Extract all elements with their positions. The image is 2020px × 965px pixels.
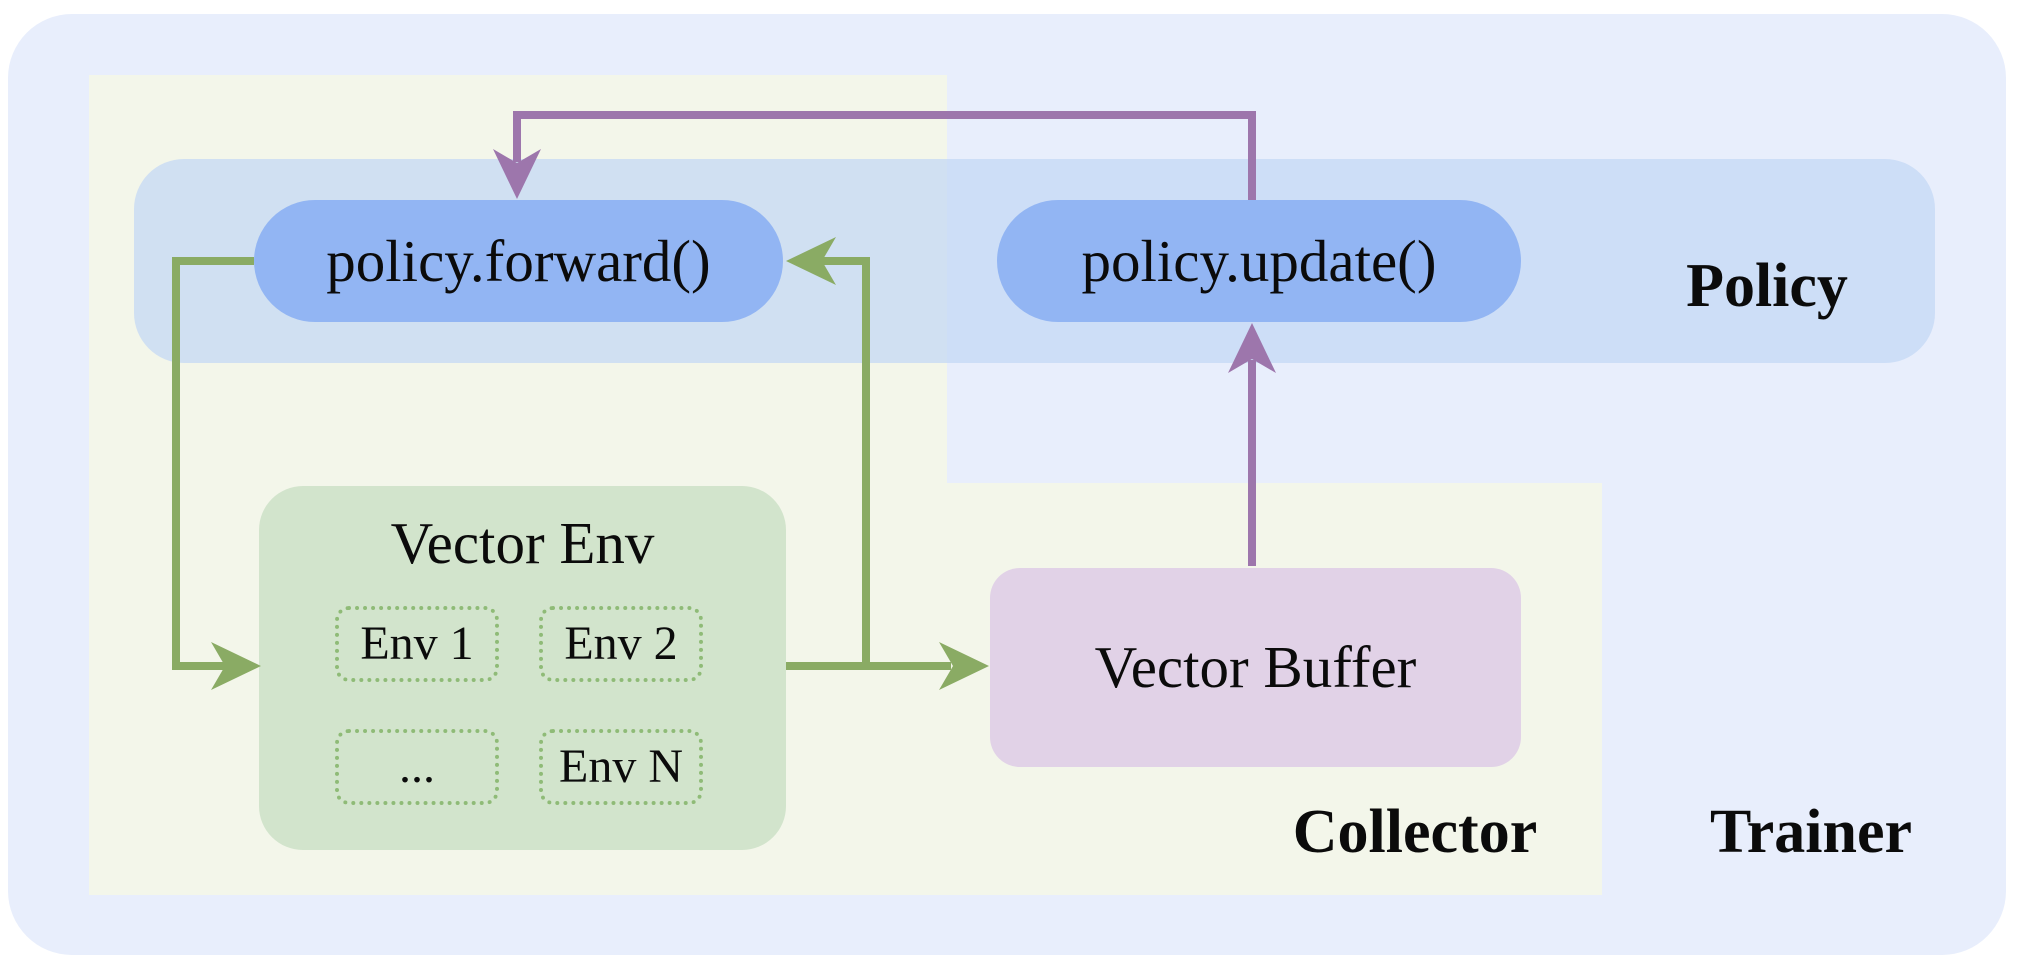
policy-forward-node: policy.forward() (254, 200, 783, 322)
policy-update-label: policy.update() (1081, 227, 1437, 294)
vector-env-label: Vector Env (390, 509, 655, 576)
policy-region-label: Policy (1686, 252, 1848, 320)
trainer-region-label: Trainer (1709, 798, 1913, 866)
policy-forward-label: policy.forward() (326, 227, 711, 294)
env-cell-1: Env 1 (335, 606, 499, 682)
env-cell-2-label: Env 2 (564, 617, 678, 670)
vector-buffer-label: Vector Buffer (1094, 634, 1417, 700)
policy-update-node: policy.update() (997, 200, 1521, 322)
collector-region-label: Collector (1292, 798, 1538, 866)
vector-env-node: Vector Env Env 1 Env 2 ... Env N (259, 486, 786, 850)
env-cell-ellipsis: ... (335, 729, 499, 805)
env-cell-1-label: Env 1 (360, 617, 474, 670)
env-cell-n: Env N (539, 729, 703, 805)
env-cell-n-label: Env N (559, 740, 683, 793)
env-cell-ellipsis-label: ... (399, 740, 435, 793)
env-cell-2: Env 2 (539, 606, 703, 682)
vector-buffer-node: Vector Buffer (990, 568, 1521, 767)
